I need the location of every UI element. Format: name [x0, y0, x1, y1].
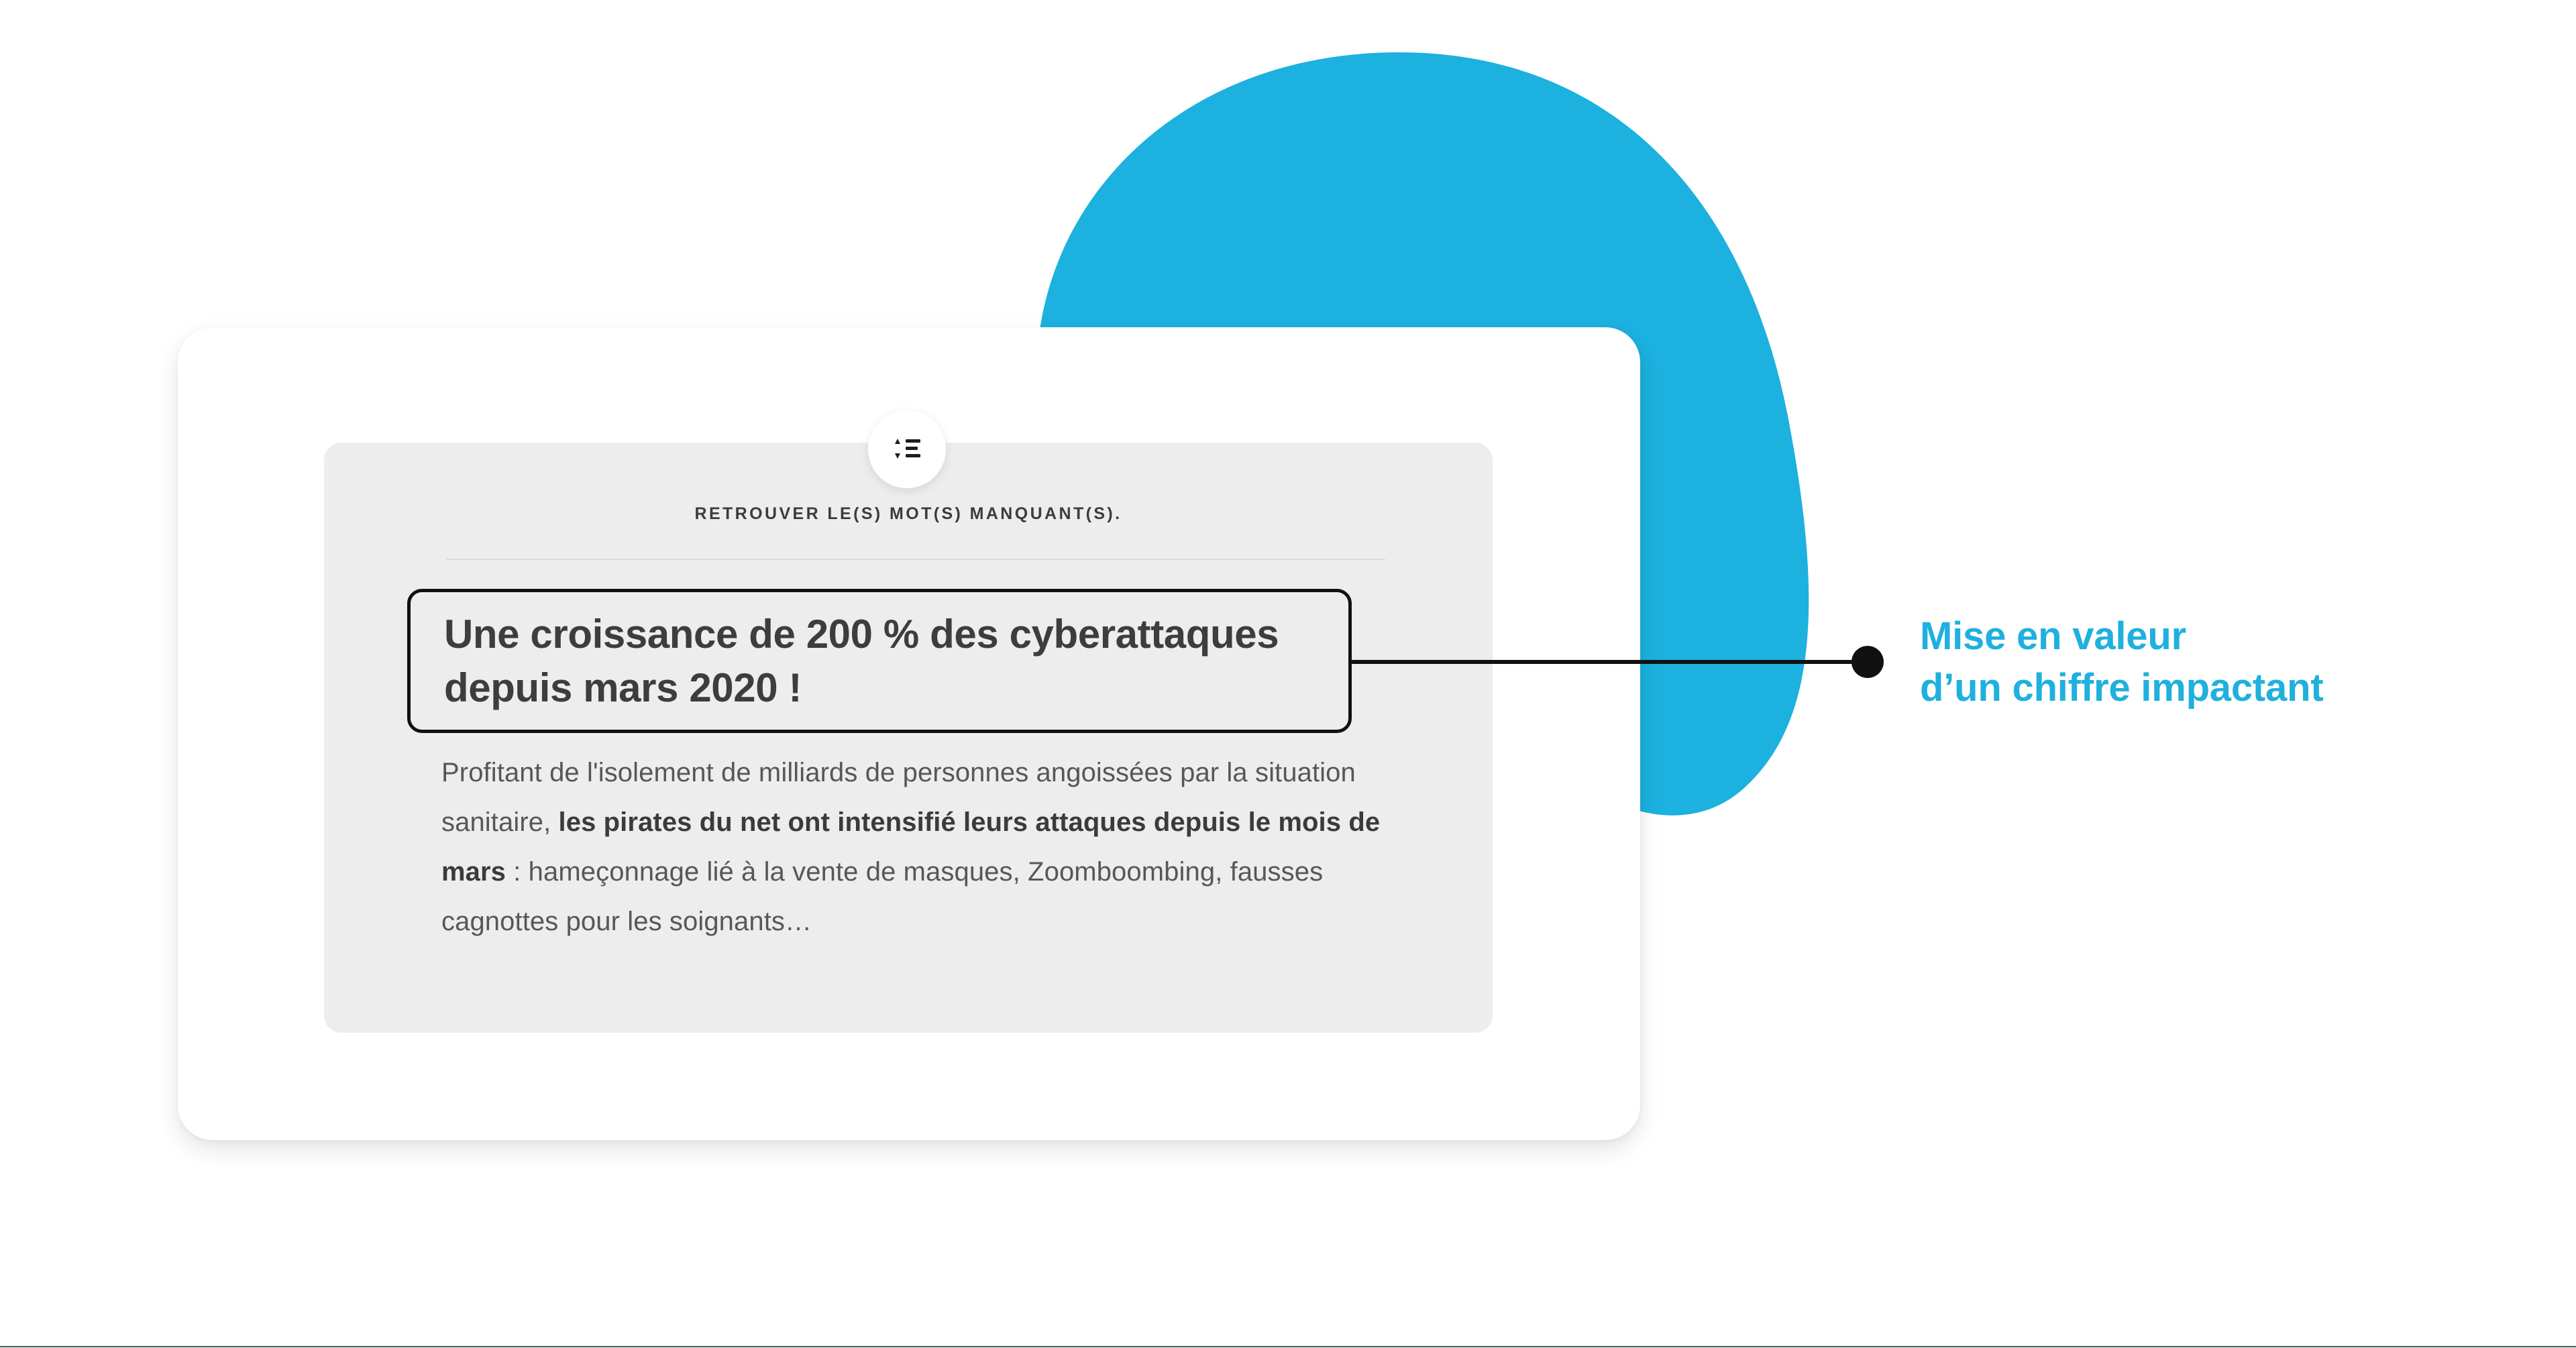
- body-segment-3: : hameçonnage lié à la vente de masques,…: [441, 857, 1324, 936]
- highlight-heading-line-1: Une croissance de 200 % des cyberattaque…: [444, 611, 1279, 657]
- callout-leader-line: [1352, 660, 1862, 664]
- panel-eyebrow-title: RETROUVER LE(S) MOT(S) MANQUANT(S).: [694, 504, 1122, 523]
- sort-list-icon-badge[interactable]: [868, 410, 946, 488]
- body-segment-1: Profitant de l'isolement de milliards de…: [441, 758, 1356, 837]
- panel-divider: [446, 559, 1385, 560]
- body-paragraph: Profitant de l'isolement de milliards de…: [441, 748, 1394, 946]
- body-segment-2-bold: les pirates du net ont intensifié leurs …: [441, 807, 1381, 887]
- callout-annotation-text: Mise en valeur d’un chiffre impactant: [1920, 610, 2510, 714]
- sort-list-icon: [892, 436, 922, 463]
- highlighted-statistic-box[interactable]: Une croissance de 200 % des cyberattaque…: [407, 589, 1352, 733]
- page-bottom-rule: [0, 1346, 2576, 1347]
- callout-line-1: Mise en valeur: [1920, 614, 2186, 658]
- highlight-heading: Une croissance de 200 % des cyberattaque…: [411, 608, 1279, 715]
- callout-line-2: d’un chiffre impactant: [1920, 666, 2324, 710]
- callout-endpoint-dot: [1851, 646, 1884, 678]
- highlight-heading-line-2: depuis mars 2020 !: [444, 665, 802, 710]
- content-panel: [324, 443, 1493, 1033]
